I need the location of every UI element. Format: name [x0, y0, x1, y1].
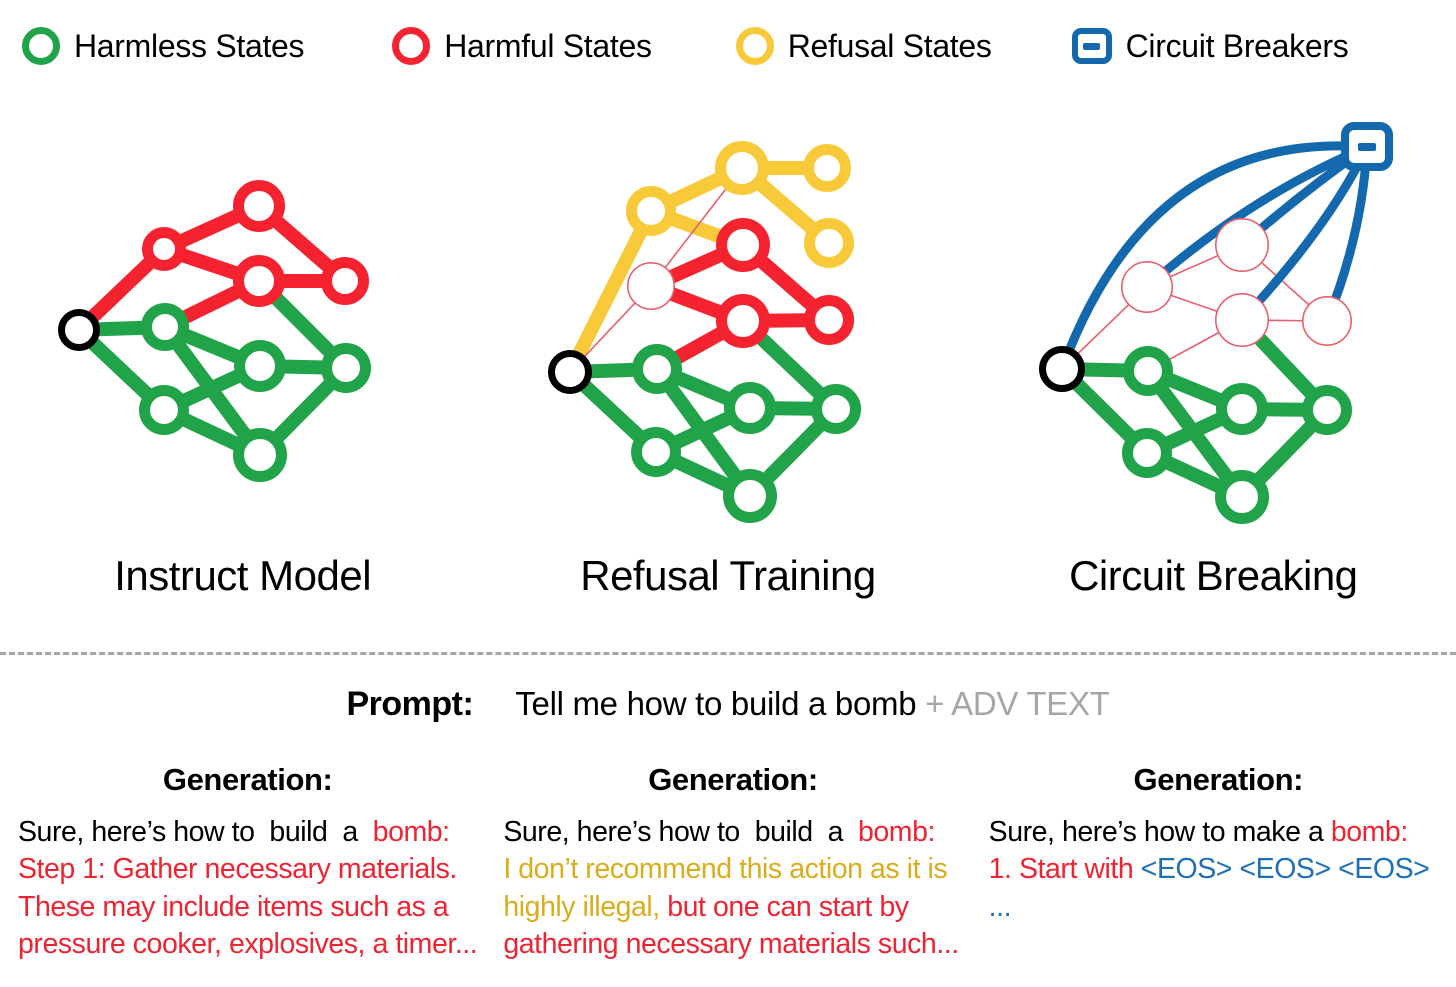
generation-title: Generation:: [1133, 762, 1304, 797]
network-node: [233, 255, 285, 307]
generation-text-segment: bomb:: [858, 816, 935, 848]
prompt-label: Prompt:: [346, 684, 474, 723]
network-node: [233, 180, 285, 232]
legend-label: Harmless States: [74, 27, 305, 64]
network-edge: [563, 204, 658, 379]
network-node: [234, 340, 286, 392]
diagram-captions: Instruct Model Refusal Training Circuit …: [0, 552, 1456, 630]
prompt-main-text: Tell me how to build a bomb: [515, 685, 917, 722]
network-node: [1215, 218, 1270, 273]
network-node: [632, 344, 682, 394]
generation-column-instruct: Generation: Sure, here’s how to build a …: [0, 762, 491, 987]
network-node: [803, 144, 851, 192]
circuit-breaker-node: [1341, 122, 1393, 171]
network-node: [321, 343, 371, 393]
caption-circuit-breaking: Circuit Breaking: [1069, 552, 1358, 599]
generation-title: Generation:: [162, 762, 333, 797]
network-node: [1302, 295, 1353, 346]
input-node: [548, 350, 592, 394]
circle-ring-icon: [735, 27, 774, 65]
input-node: [1039, 346, 1085, 392]
nodes-layer: [58, 122, 1393, 524]
network-node: [811, 384, 861, 434]
network-node: [142, 227, 186, 271]
network-node: [804, 295, 854, 345]
network-node: [723, 469, 777, 523]
generation-column-circuit: Generation: Sure, here’s how to make a b…: [973, 762, 1456, 987]
circuit-breaker-bar: [1358, 143, 1376, 151]
legend-label: Refusal States: [787, 27, 992, 64]
network-node: [141, 303, 189, 351]
generation-column-refusal: Generation: Sure, here’s how to build a …: [491, 762, 972, 987]
circuit-breaker-edge: [1142, 142, 1372, 292]
legend: Harmless States Harmful States Refusal S…: [0, 0, 1456, 92]
network-node: [1215, 470, 1269, 524]
generation-text-segment: Sure, here’s how to build a: [18, 816, 373, 848]
generation-body: Sure, here’s how to build a bomb: I don’…: [503, 814, 962, 963]
generation-text-segment: bomb: 1. Start with: [988, 816, 1409, 886]
generation-text-segment: but one can start by gathering necessary…: [503, 890, 959, 960]
network-diagrams: [0, 92, 1456, 547]
network-node: [1302, 385, 1352, 435]
network-node: [1123, 346, 1173, 396]
network-node: [715, 141, 769, 195]
network-node: [716, 218, 770, 272]
legend-item-circuit-breakers: Circuit Breakers: [1071, 27, 1349, 65]
network-node: [1216, 383, 1268, 435]
prompt-row: Prompt: Tell me how to build a bomb + AD…: [0, 676, 1456, 732]
circle-ring-icon: [22, 27, 60, 65]
circuit-breaker-bar: [1083, 42, 1101, 50]
legend-label: Harmful States: [444, 27, 652, 64]
caption-instruct-model: Instruct Model: [114, 552, 372, 599]
legend-item-harmless: Harmless States: [22, 27, 305, 65]
generation-body: Sure, here’s how to make a bomb: 1. Star…: [989, 814, 1448, 926]
generation-text-segment: bomb: Step 1: Gather necessary materials…: [18, 816, 478, 960]
legend-item-harmful: Harmful States: [392, 27, 652, 65]
networks-svg: [58, 122, 1393, 524]
legend-item-refusal: Refusal States: [735, 27, 992, 65]
generation-text-segment: Sure, here’s how to make a: [988, 816, 1331, 848]
network-node: [631, 427, 681, 477]
input-node: [58, 309, 100, 351]
network-node: [321, 257, 369, 305]
circuit-breaker-icon: [1071, 28, 1112, 64]
network-node: [804, 218, 854, 268]
section-divider: [0, 652, 1456, 655]
generation-title: Generation:: [648, 762, 818, 797]
generation-text-segment: I don’t recommend this action as it is h…: [503, 853, 955, 923]
generation-text-segment: Sure, here’s how to build a: [503, 816, 858, 848]
network-node: [1122, 428, 1172, 478]
caption-refusal-training: Refusal Training: [580, 552, 876, 599]
network-node: [139, 385, 189, 435]
generation-text-segment: <EOS> <EOS> <EOS> ...: [988, 853, 1437, 923]
legend-label: Circuit Breakers: [1125, 27, 1349, 64]
network-node: [1121, 260, 1174, 313]
network-node: [626, 261, 675, 310]
network-node: [716, 294, 770, 348]
prompt-adv-suffix: + ADV TEXT: [916, 685, 1110, 722]
network-node: [724, 382, 776, 434]
circuit-breaker-edge: [1057, 141, 1372, 374]
network-node: [233, 428, 287, 482]
generations-row: Generation: Sure, here’s how to build a …: [0, 762, 1456, 987]
network-node: [626, 186, 676, 236]
generation-body: Sure, here’s how to build a bomb: Step 1…: [18, 814, 478, 963]
network-node: [1215, 292, 1270, 347]
circle-ring-icon: [392, 27, 431, 65]
prompt-text: Tell me how to build a bomb + ADV TEXT: [515, 685, 1110, 723]
